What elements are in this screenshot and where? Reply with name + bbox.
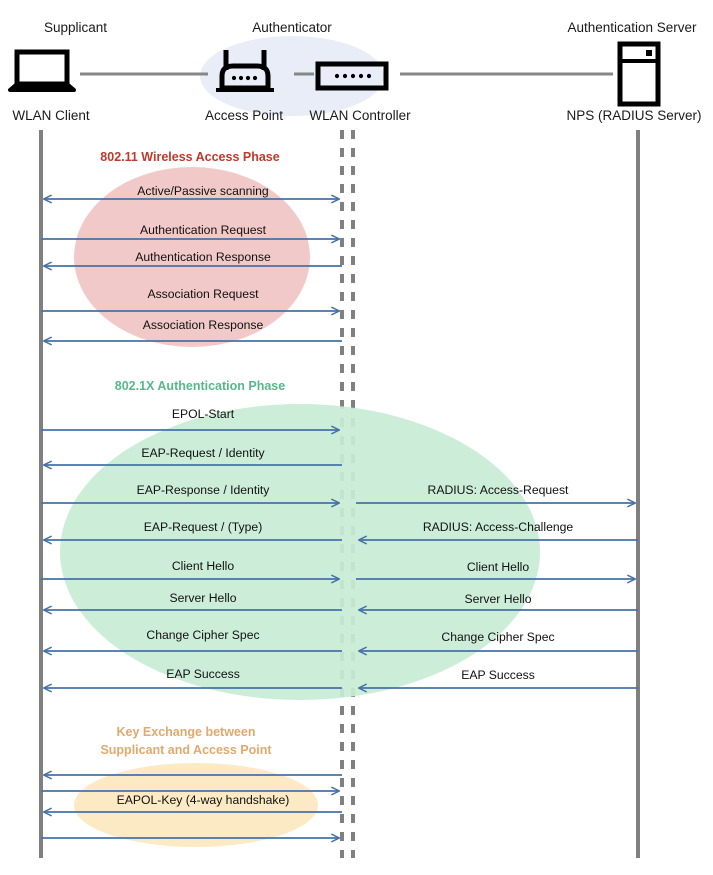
phase-label-80211: 802.11 Wireless Access Phase <box>100 150 280 164</box>
laptop-icon <box>8 49 76 92</box>
msg-label-server-hello-left: Server Hello <box>169 591 237 605</box>
msg-label-epol-start: EPOL-Start <box>171 407 235 421</box>
msg-label-association-response: Association Response <box>142 318 264 332</box>
msg-label-eap-success-right: EAP Success <box>461 668 535 682</box>
msg-label-association-request: Association Request <box>147 287 259 301</box>
actor-role-authenticator: Authenticator <box>252 20 332 35</box>
wireless-router-icon <box>216 50 274 92</box>
server-icon <box>617 41 661 107</box>
msg-label-radius-access-challenge: RADIUS: Access-Challenge <box>422 520 574 534</box>
actor-device-access-point: Access Point <box>204 108 284 123</box>
msg-label-client-hello-left: Client Hello <box>171 559 235 573</box>
phase-ellipse-key-exchange <box>74 763 318 847</box>
msg-label-eap-success-left: EAP Success <box>166 667 240 681</box>
msg-label-authentication-request: Authentication Request <box>139 223 267 237</box>
msg-label-eapol-key: EAPOL-Key (4-way handshake) <box>116 793 290 807</box>
msg-label-active-passive-scanning: Active/Passive scanning <box>137 184 269 198</box>
phase-label-key-exchange-line2: Supplicant and Access Point <box>100 743 272 757</box>
phase-ellipse-80211 <box>74 167 310 347</box>
actor-role-auth-server: Authentication Server <box>567 20 697 35</box>
actor-device-nps-radius-server: NPS (RADIUS Server) <box>566 108 702 123</box>
msg-label-change-cipher-spec-left: Change Cipher Spec <box>146 628 260 642</box>
switch-icon <box>315 61 389 91</box>
msg-label-radius-access-request: RADIUS: Access-Request <box>427 483 569 497</box>
right-message-arrows <box>356 503 638 688</box>
msg-label-eap-response-identity: EAP-Response / Identity <box>136 483 270 497</box>
msg-label-change-cipher-spec-right: Change Cipher Spec <box>441 630 555 644</box>
msg-label-client-hello-right: Client Hello <box>466 560 530 574</box>
actor-device-wlan-client: WLAN Client <box>12 108 90 123</box>
actor-role-supplicant: Supplicant <box>44 20 108 35</box>
phase-label-8021x: 802.1X Authentication Phase <box>114 379 286 393</box>
phase-ellipse-8021x <box>60 404 540 700</box>
authenticator-highlight-ellipse <box>200 36 384 116</box>
msg-label-server-hello-right: Server Hello <box>464 592 532 606</box>
msg-label-authentication-response: Authentication Response <box>135 250 271 264</box>
msg-label-eap-request-identity: EAP-Request / Identity <box>141 446 265 460</box>
left-message-arrows <box>41 199 342 838</box>
actor-device-wlan-controller: WLAN Controller <box>309 108 411 123</box>
msg-label-eap-request-type: EAP-Request / (Type) <box>143 520 263 534</box>
phase-label-key-exchange-line1: Key Exchange between <box>116 725 256 739</box>
